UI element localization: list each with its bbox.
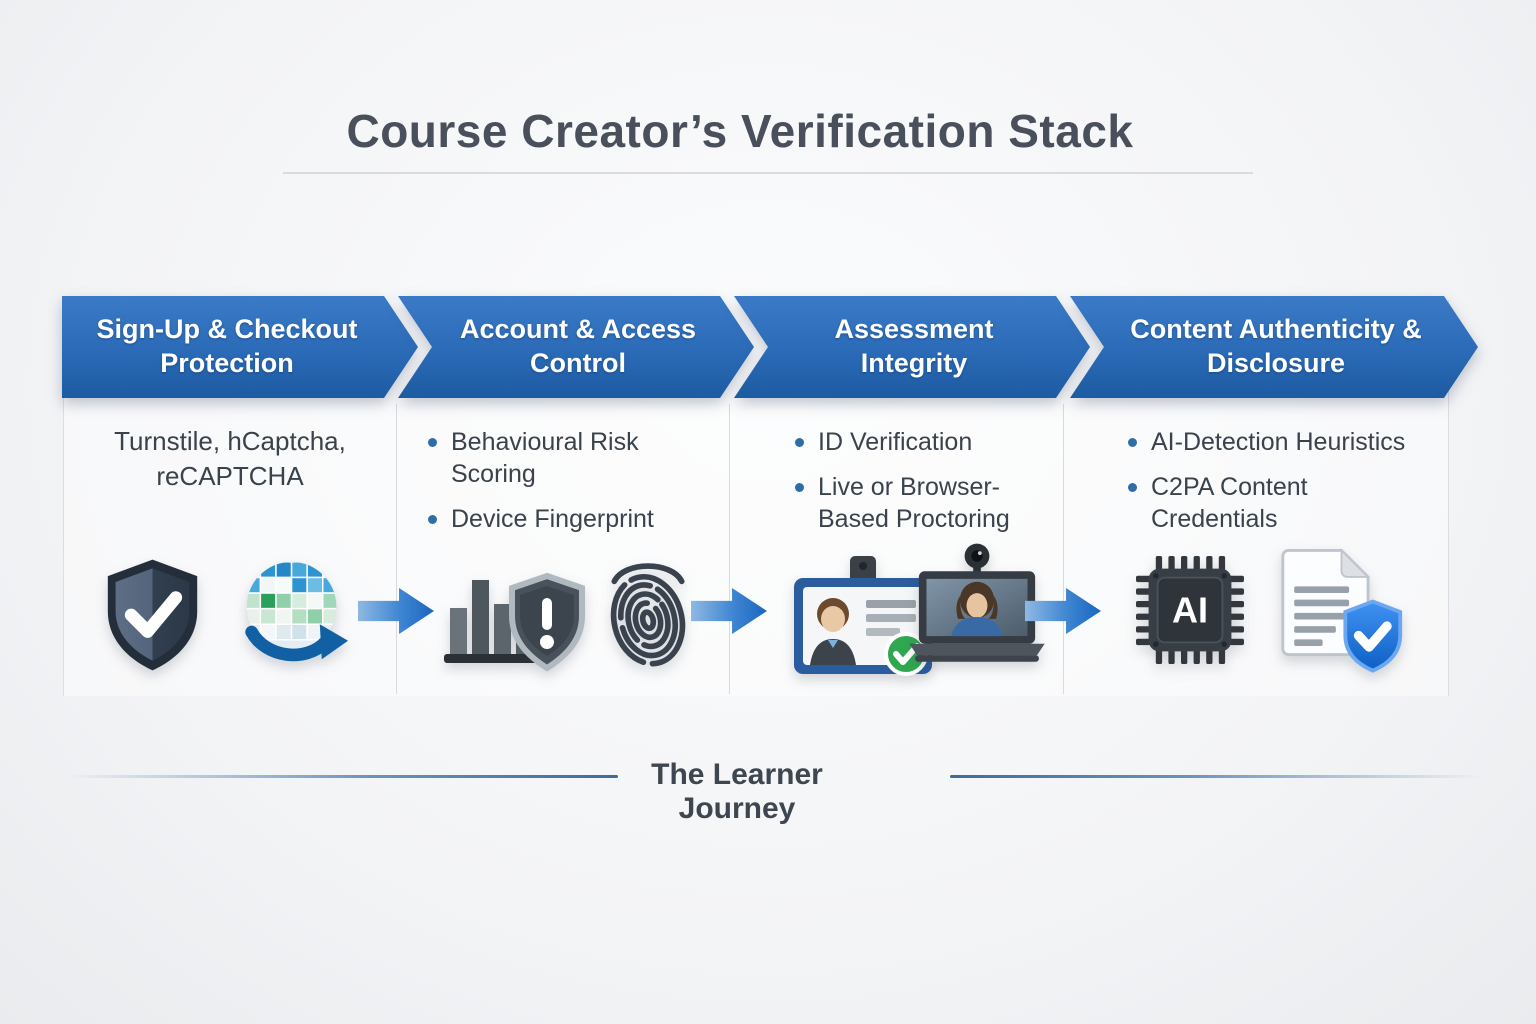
list-item: AI-Detection Heuristics <box>1128 426 1428 458</box>
column-divider <box>396 404 397 694</box>
bullet-dot <box>1128 438 1137 447</box>
bullet-dot <box>428 438 437 447</box>
captcha-grid-icon <box>245 561 349 662</box>
bullet-label: C2PA Content Credentials <box>1151 473 1308 533</box>
list-item: C2PA Content Credentials <box>1128 471 1428 535</box>
stage-banner-account-access: Account & Access Control <box>398 296 754 398</box>
list-item: Live or Browser-Based Proctoring <box>795 471 1065 535</box>
ai-chip-label: AI <box>1172 590 1208 631</box>
note-line: Turnstile, hCaptcha, <box>114 426 346 456</box>
list-item: Behavioural Risk Scoring <box>428 426 728 490</box>
shield-check-icon <box>107 559 198 671</box>
note-line: reCAPTCHA <box>156 461 304 492</box>
stage-banner-label: Account & Access Control <box>398 296 754 398</box>
bullet-label: Live or Browser-Based Proctoring <box>818 473 1010 533</box>
fingerprint-icon <box>610 563 686 667</box>
list-item: ID Verification <box>795 426 1065 458</box>
column-divider <box>1063 404 1064 694</box>
journey-line-left <box>66 775 618 778</box>
journey-label: The Learner Journey <box>651 758 823 825</box>
stage2-bullet-list: Behavioural Risk Scoring Device Fingerpr… <box>428 426 728 548</box>
stage3-bullet-list: ID Verification Live or Browser-Based Pr… <box>795 426 1065 548</box>
stage4-bullet-list: AI-Detection Heuristics C2PA Content Cre… <box>1128 426 1428 548</box>
column-divider <box>729 404 730 694</box>
stage-banner-assessment-integrity: Assessment Integrity <box>734 296 1090 398</box>
list-item: Device Fingerprint <box>428 503 728 535</box>
bullet-label: Behavioural Risk Scoring <box>451 428 639 488</box>
title-divider <box>283 172 1253 174</box>
page-title: Course Creator’s Verification Stack <box>346 105 1134 157</box>
stage-banner-label: Sign-Up & Checkout Protection <box>62 296 418 398</box>
bullet-dot <box>1128 483 1137 492</box>
document-shield-icon <box>1281 548 1403 673</box>
bullet-dot <box>795 438 804 447</box>
bullet-dot <box>428 515 437 524</box>
bullet-label: Device Fingerprint <box>451 505 654 533</box>
ai-chip-icon: AI <box>1136 556 1244 664</box>
stage-banner-signup-checkout: Sign-Up & Checkout Protection <box>62 296 418 398</box>
webcam-laptop-icon <box>909 543 1045 662</box>
bullet-dot <box>795 483 804 492</box>
bullet-label: ID Verification <box>818 428 973 456</box>
stage-banner-label: Assessment Integrity <box>734 296 1090 398</box>
stage1-tools-note: Turnstile, hCaptcha, reCAPTCHA <box>80 424 380 494</box>
bullet-label: AI-Detection Heuristics <box>1151 428 1406 456</box>
stage-banner-content-authenticity: Content Authenticity & Disclosure <box>1070 296 1478 398</box>
journey-line-right <box>950 775 1482 778</box>
stage-banner-label: Content Authenticity & Disclosure <box>1070 296 1478 398</box>
risk-bars-shield-icon <box>444 572 585 672</box>
